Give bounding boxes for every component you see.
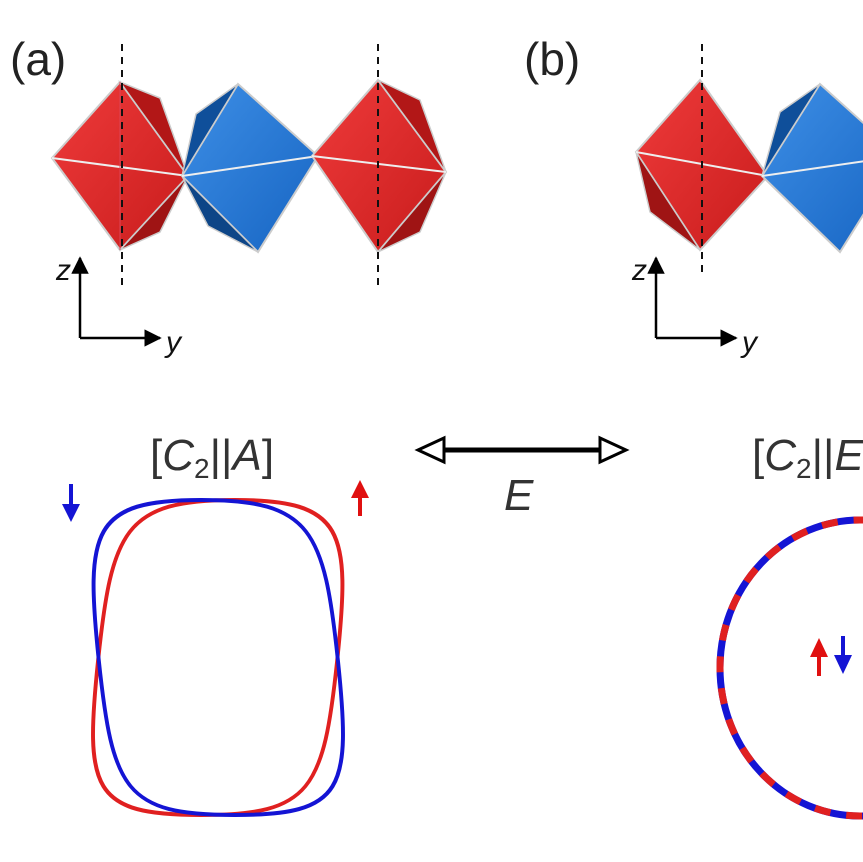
y-axis-label-b: y — [740, 326, 759, 359]
spin-down-arrow-icon — [834, 636, 852, 674]
panel-a-octahedra — [50, 44, 448, 288]
field-label: E — [504, 471, 534, 520]
blue-octahedron-b — [760, 82, 863, 254]
symmetry-label-b: [C2||E — [752, 431, 863, 484]
panel-b-axes: z y — [631, 254, 759, 359]
spin-up-arrow-icon — [351, 480, 369, 516]
panel-a-label: (a) — [10, 33, 66, 85]
spin-split-fermi-surfaces — [91, 497, 345, 818]
spin-down-fermi-contour — [91, 497, 345, 818]
red-octahedron-left — [50, 80, 190, 252]
degenerate-fermi-surface — [716, 516, 863, 820]
panel-b-label: (b) — [524, 33, 580, 85]
spin-up-fermi-contour — [91, 497, 345, 818]
blue-octahedron — [180, 82, 320, 254]
panel-b-octahedra — [634, 44, 863, 278]
y-axis-label: y — [164, 326, 183, 359]
symmetry-label-a: [C2||A] — [150, 431, 274, 484]
panel-a-axes: z y — [55, 254, 183, 359]
spin-up-arrow-icon — [810, 638, 828, 676]
spin-down-arrow-icon — [62, 484, 80, 522]
double-arrow-icon — [414, 435, 630, 465]
z-axis-label: z — [55, 254, 71, 287]
z-axis-label-b: z — [631, 254, 647, 287]
